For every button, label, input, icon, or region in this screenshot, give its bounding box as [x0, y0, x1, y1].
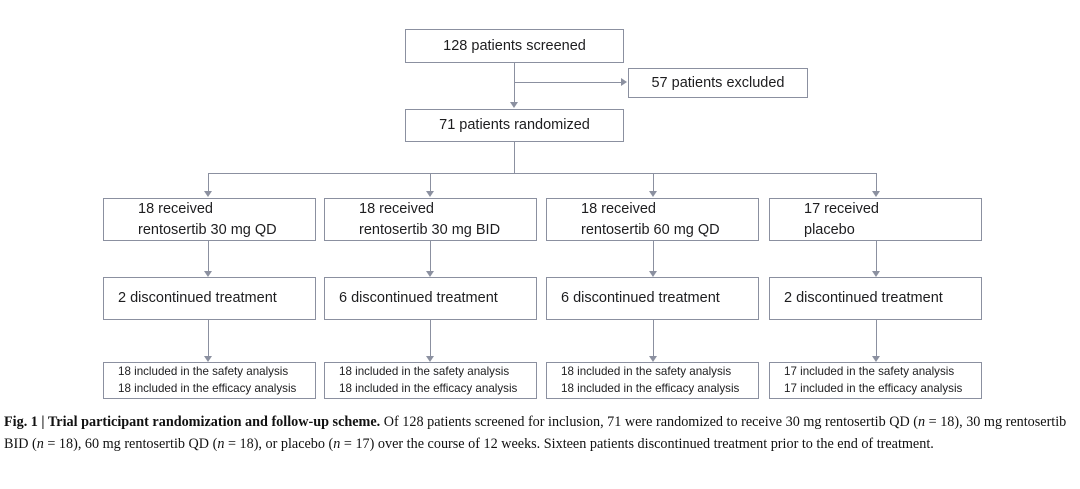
connector-drop-arm4 [876, 173, 878, 193]
arrowhead-drop-arm1 [204, 191, 212, 197]
node-arm2-analysis-line1: 18 included in the safety analysis [339, 364, 510, 378]
connector-drop-arm3 [653, 173, 655, 193]
node-arm3-analysis-line2: 18 included in the efficacy analysis [561, 381, 740, 395]
connector-arm4-received-to-discontinued [876, 241, 878, 272]
node-arm1-discontinued-line1: 2 discontinued treatment [118, 290, 277, 307]
arrowhead-arm3-received-to-discontinued [649, 271, 657, 277]
node-arm2-analysis: 18 included in the safety analysis 18 in… [324, 362, 537, 399]
arrowhead-screened-to-excluded [621, 78, 627, 86]
caption-n-val-3: = 18), or placebo ( [224, 435, 334, 452]
arrowhead-screened-to-randomized [510, 102, 518, 108]
connector-drop-arm2 [430, 173, 432, 193]
caption-n-val-2: = 18), 60 mg rentosertib QD ( [43, 435, 218, 452]
caption-n-var-3: n [217, 435, 225, 452]
arrowhead-arm2-discontinued-to-analysis [426, 356, 434, 362]
arrowhead-arm4-discontinued-to-analysis [872, 356, 880, 362]
arrowhead-arm2-received-to-discontinued [426, 271, 434, 277]
node-arm1-analysis-line2: 18 included in the efficacy analysis [118, 381, 297, 395]
node-patients-excluded-line1: 57 patients excluded [651, 74, 785, 91]
connector-arm2-discontinued-to-analysis [430, 320, 432, 357]
caption-n-val-4: = 17) over the course of 12 weeks. Sixte… [340, 435, 934, 452]
node-arm1-received: 18 received rentosertib 30 mg QD [103, 198, 316, 241]
connector-arm1-received-to-discontinued [208, 241, 210, 272]
node-arm3-received-line1: 18 received [581, 200, 656, 217]
node-arm4-analysis-line1: 17 included in the safety analysis [784, 364, 955, 378]
arrowhead-arm1-received-to-discontinued [204, 271, 212, 277]
node-arm4-received-line2: placebo [804, 221, 855, 238]
node-arm1-analysis-line1: 18 included in the safety analysis [118, 364, 289, 378]
node-arm4-analysis: 17 included in the safety analysis 17 in… [769, 362, 982, 399]
node-patients-screened: 128 patients screened [405, 29, 624, 63]
figure-caption: Fig. 1 | Trial participant randomization… [0, 412, 1080, 455]
node-arm4-analysis-line2: 17 included in the efficacy analysis [784, 381, 963, 395]
node-arm3-received: 18 received rentosertib 60 mg QD [546, 198, 759, 241]
node-patients-screened-line1: 128 patients screened [443, 37, 586, 54]
node-arm4-discontinued-line1: 2 discontinued treatment [784, 290, 943, 307]
caption-n-var-2: n [36, 435, 44, 452]
node-arm2-received-line1: 18 received [359, 200, 434, 217]
connector-arm2-received-to-discontinued [430, 241, 432, 272]
connector-screened-to-excluded [514, 82, 622, 84]
arrowhead-drop-arm3 [649, 191, 657, 197]
arrowhead-arm3-discontinued-to-analysis [649, 356, 657, 362]
caption-figure-label: Fig. 1 | [4, 414, 48, 430]
connector-drop-arm1 [208, 173, 210, 193]
caption-body-part1: Of 128 patients screened for inclusion, … [380, 414, 918, 430]
node-arm1-analysis: 18 included in the safety analysis 18 in… [103, 362, 316, 399]
node-patients-excluded: 57 patients excluded [628, 68, 808, 98]
node-patients-randomized: 71 patients randomized [405, 109, 624, 142]
node-arm3-discontinued: 6 discontinued treatment [546, 277, 759, 320]
node-arm2-received: 18 received rentosertib 30 mg BID [324, 198, 537, 241]
node-arm2-discontinued-line1: 6 discontinued treatment [339, 290, 498, 307]
node-arm2-discontinued: 6 discontinued treatment [324, 277, 537, 320]
arrowhead-drop-arm4 [872, 191, 880, 197]
node-arm3-discontinued-line1: 6 discontinued treatment [561, 290, 720, 307]
node-arm4-discontinued: 2 discontinued treatment [769, 277, 982, 320]
connector-arm4-discontinued-to-analysis [876, 320, 878, 357]
caption-n-var-4: n [333, 435, 341, 452]
connector-randomized-stem [514, 142, 516, 174]
connector-arm1-discontinued-to-analysis [208, 320, 210, 357]
node-arm3-analysis: 18 included in the safety analysis 18 in… [546, 362, 759, 399]
arrowhead-arm4-received-to-discontinued [872, 271, 880, 277]
node-arm4-received-line1: 17 received [804, 200, 879, 217]
node-arm2-received-line2: rentosertib 30 mg BID [359, 221, 501, 238]
arrowhead-arm1-discontinued-to-analysis [204, 356, 212, 362]
flowchart-canvas: 128 patients screened 57 patients exclud… [103, 29, 982, 399]
connector-randomized-distributor-bar [208, 173, 876, 175]
node-arm4-received: 17 received placebo [769, 198, 982, 241]
caption-n-val-1: = 18), 30 mg rentosertib BID ( [4, 414, 1067, 452]
node-arm1-discontinued: 2 discontinued treatment [103, 277, 316, 320]
node-arm2-analysis-line2: 18 included in the efficacy analysis [339, 381, 518, 395]
node-patients-randomized-line1: 71 patients randomized [439, 117, 590, 134]
node-arm3-received-line2: rentosertib 60 mg QD [581, 221, 720, 238]
caption-n-var-1: n [918, 414, 926, 430]
connector-arm3-discontinued-to-analysis [653, 320, 655, 357]
arrowhead-drop-arm2 [426, 191, 434, 197]
caption-title: Trial participant randomization and foll… [47, 414, 381, 430]
node-arm1-received-line2: rentosertib 30 mg QD [138, 221, 277, 238]
node-arm3-analysis-line1: 18 included in the safety analysis [561, 364, 732, 378]
node-arm1-received-line1: 18 received [138, 200, 213, 217]
connector-arm3-received-to-discontinued [653, 241, 655, 272]
